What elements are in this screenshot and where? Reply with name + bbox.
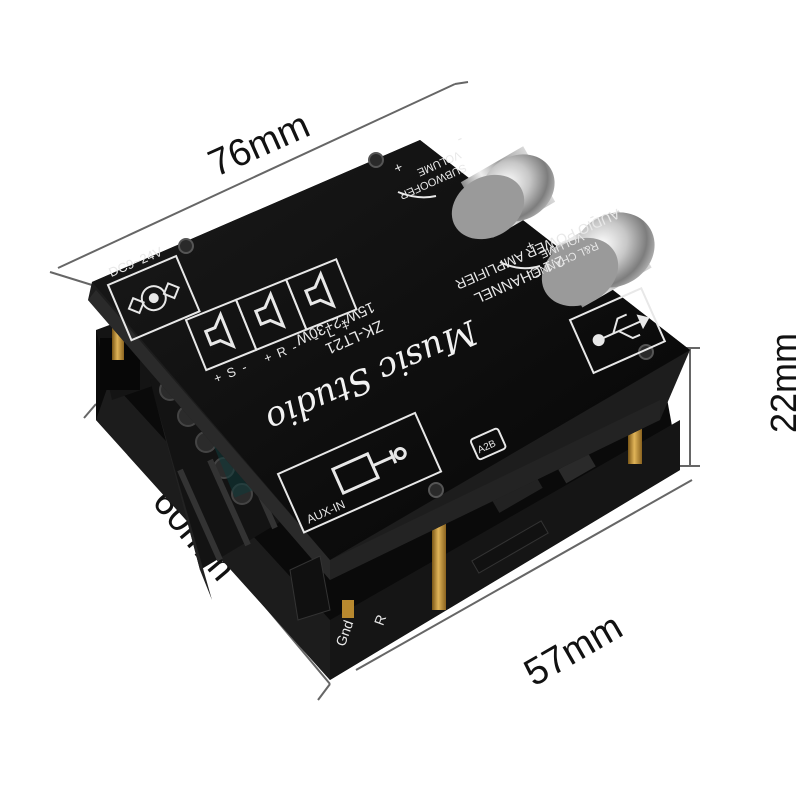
rl-minus: - bbox=[587, 210, 598, 227]
dimension-top-width: 76mm bbox=[202, 104, 316, 185]
usb-input-area bbox=[568, 286, 667, 375]
aux-jack-port bbox=[289, 555, 354, 621]
dimension-bottom-width: 57mm bbox=[517, 606, 629, 695]
speaker-l-icon bbox=[284, 258, 358, 331]
usb-icon bbox=[592, 313, 650, 347]
top-plate bbox=[88, 140, 690, 580]
rl-volume-knob bbox=[541, 210, 655, 308]
volume-arrow-icon bbox=[397, 191, 541, 270]
plate-screws bbox=[178, 152, 654, 498]
dc-jack-icon bbox=[127, 282, 180, 315]
aux-jack-icon bbox=[330, 447, 407, 496]
subwoofer-minus: - bbox=[455, 132, 466, 149]
speaker-l-minus: - bbox=[312, 330, 322, 346]
subwoofer-volume-knob bbox=[451, 146, 556, 240]
speaker-r-minus: - bbox=[289, 339, 299, 355]
dimension-right-height: 22mm bbox=[763, 333, 800, 433]
speaker-s-minus: - bbox=[239, 359, 249, 375]
